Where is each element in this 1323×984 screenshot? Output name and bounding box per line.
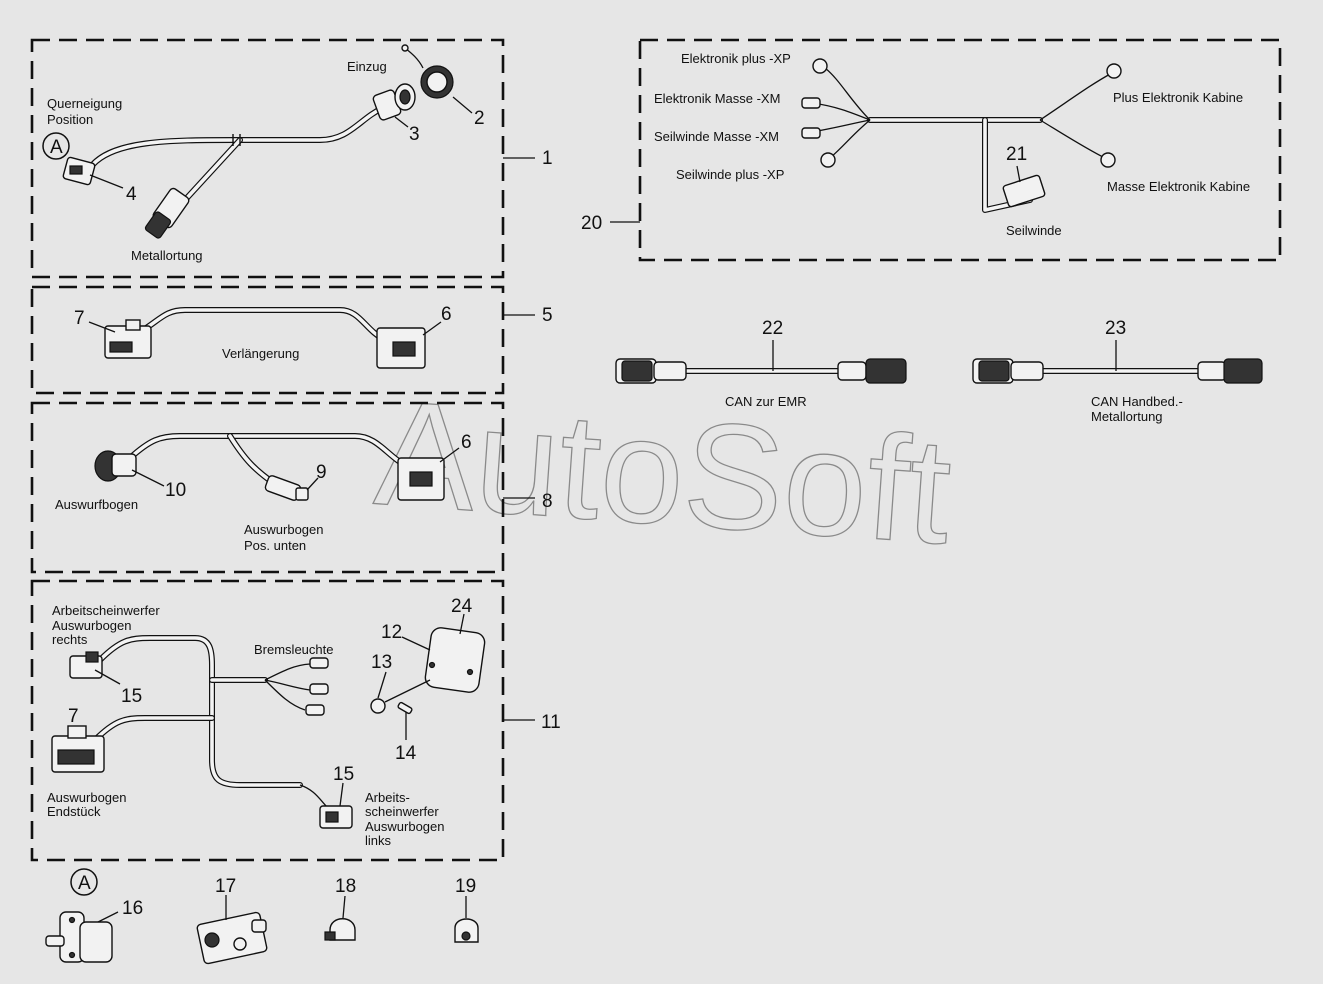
callout-17: 17 — [215, 876, 236, 897]
label-arbeits-rechts-3: rechts — [52, 632, 88, 647]
label-pos-unten: Pos. unten — [244, 538, 306, 553]
label-bremsleuchte: Bremsleuchte — [254, 642, 333, 657]
callout-5: 5 — [542, 305, 553, 326]
pin-14 — [397, 701, 413, 715]
callout-2: 2 — [474, 108, 485, 129]
callout-11: 11 — [541, 712, 561, 733]
group-box-20 — [638, 38, 1282, 262]
callout-15-right: 15 — [121, 686, 142, 707]
callout-13: 13 — [371, 652, 392, 673]
callout-20: 20 — [581, 213, 602, 234]
callout-22: 22 — [762, 318, 783, 339]
harness-20 — [610, 58, 1122, 223]
callout-12: 12 — [381, 622, 402, 643]
callout-3: 3 — [409, 124, 420, 145]
sensor-16 — [45, 911, 119, 963]
harness-1 — [42, 44, 535, 239]
label-arbeits-links-2: scheinwerfer — [365, 804, 439, 819]
label-arbeits-links-3: Auswurbogen — [365, 819, 445, 834]
cap-2 — [401, 44, 454, 99]
label-seil-masse-xm: Seilwinde Masse -XM — [654, 129, 779, 144]
connector-4 — [62, 156, 96, 186]
callout-21: 21 — [1006, 144, 1027, 165]
connector-3 — [372, 83, 416, 121]
label-can-hand-2: Metallortung — [1091, 409, 1163, 424]
connector-7 — [104, 319, 152, 359]
callout-24: 24 — [451, 596, 473, 617]
cable-23 — [972, 340, 1263, 384]
callout-14: 14 — [395, 743, 417, 764]
clamp-18 — [324, 895, 356, 941]
callout-8: 8 — [542, 491, 553, 512]
label-elek-masse-xm: Elektronik Masse -XM — [654, 91, 780, 106]
label-arbeits-rechts-2: Auswurbogen — [52, 618, 132, 633]
label-einzug: Einzug — [347, 59, 387, 74]
connector-21 — [1002, 174, 1046, 208]
label-querneigung: Querneigung — [47, 96, 122, 111]
callout-7-group5: 7 — [74, 308, 85, 329]
label-metallortung: Metallortung — [131, 248, 203, 263]
callout-23: 23 — [1105, 318, 1126, 339]
label-auswurbogen-pos: Auswurbogen — [244, 522, 324, 537]
label-seilwinde: Seilwinde — [1006, 223, 1062, 238]
harness-5 — [88, 307, 535, 369]
connector-9 — [264, 475, 309, 501]
label-position: Position — [47, 112, 93, 127]
callout-7-group11: 7 — [68, 706, 79, 727]
group-box-5 — [30, 285, 505, 395]
group-box-1 — [30, 38, 505, 279]
harness-8 — [94, 433, 535, 501]
connector-7-group11 — [51, 725, 105, 773]
clip-19 — [454, 896, 479, 943]
reference-circle-a-bottom — [70, 868, 98, 896]
cable-22 — [615, 340, 907, 384]
connector-15-right — [69, 651, 103, 679]
callout-15-left: 15 — [333, 764, 354, 785]
connector-6-group8 — [397, 457, 445, 501]
callout-18: 18 — [335, 876, 356, 897]
label-endstueck-1: Auswurbogen — [47, 790, 127, 805]
label-can-emr: CAN zur EMR — [725, 394, 807, 409]
callout-4: 4 — [126, 184, 137, 205]
connector-6 — [376, 327, 426, 369]
callout-6-group8: 6 — [461, 432, 472, 453]
connector-10 — [94, 450, 137, 482]
harness-11 — [51, 613, 535, 829]
callout-a-group1: A — [50, 137, 63, 158]
callout-1: 1 — [542, 148, 553, 169]
label-auswurfbogen: Auswurfbogen — [55, 497, 138, 512]
callout-10: 10 — [165, 480, 186, 501]
callout-6-group5: 6 — [441, 304, 452, 325]
group-box-8 — [30, 401, 505, 574]
watermark: AutoSoft — [370, 368, 956, 576]
label-arbeits-links-4: links — [365, 833, 392, 848]
label-elek-plus-xp: Elektronik plus -XP — [681, 51, 791, 66]
label-can-hand-1: CAN Handbed.- — [1091, 394, 1183, 409]
label-seil-plus-xp: Seilwinde plus -XP — [676, 167, 784, 182]
lamp-24 — [424, 627, 486, 693]
connector-metallortung — [144, 187, 190, 239]
callout-a-bottom: A — [78, 873, 91, 894]
distributor-17 — [196, 895, 268, 965]
reference-circle-a — [42, 132, 70, 160]
label-arbeits-links-1: Arbeits- — [365, 790, 410, 805]
label-verlaengerung: Verlängerung — [222, 346, 299, 361]
label-endstueck-2: Endstück — [47, 804, 101, 819]
label-plus-elek-kabine: Plus Elektronik Kabine — [1113, 90, 1243, 105]
label-masse-elek-kabine: Masse Elektronik Kabine — [1107, 179, 1250, 194]
callout-9: 9 — [316, 462, 327, 483]
callout-16: 16 — [122, 898, 143, 919]
label-arbeits-rechts-1: Arbeitscheinwerfer — [52, 603, 160, 618]
callout-19: 19 — [455, 876, 476, 897]
bulb-13 — [370, 679, 431, 714]
connector-15-left — [319, 805, 353, 829]
